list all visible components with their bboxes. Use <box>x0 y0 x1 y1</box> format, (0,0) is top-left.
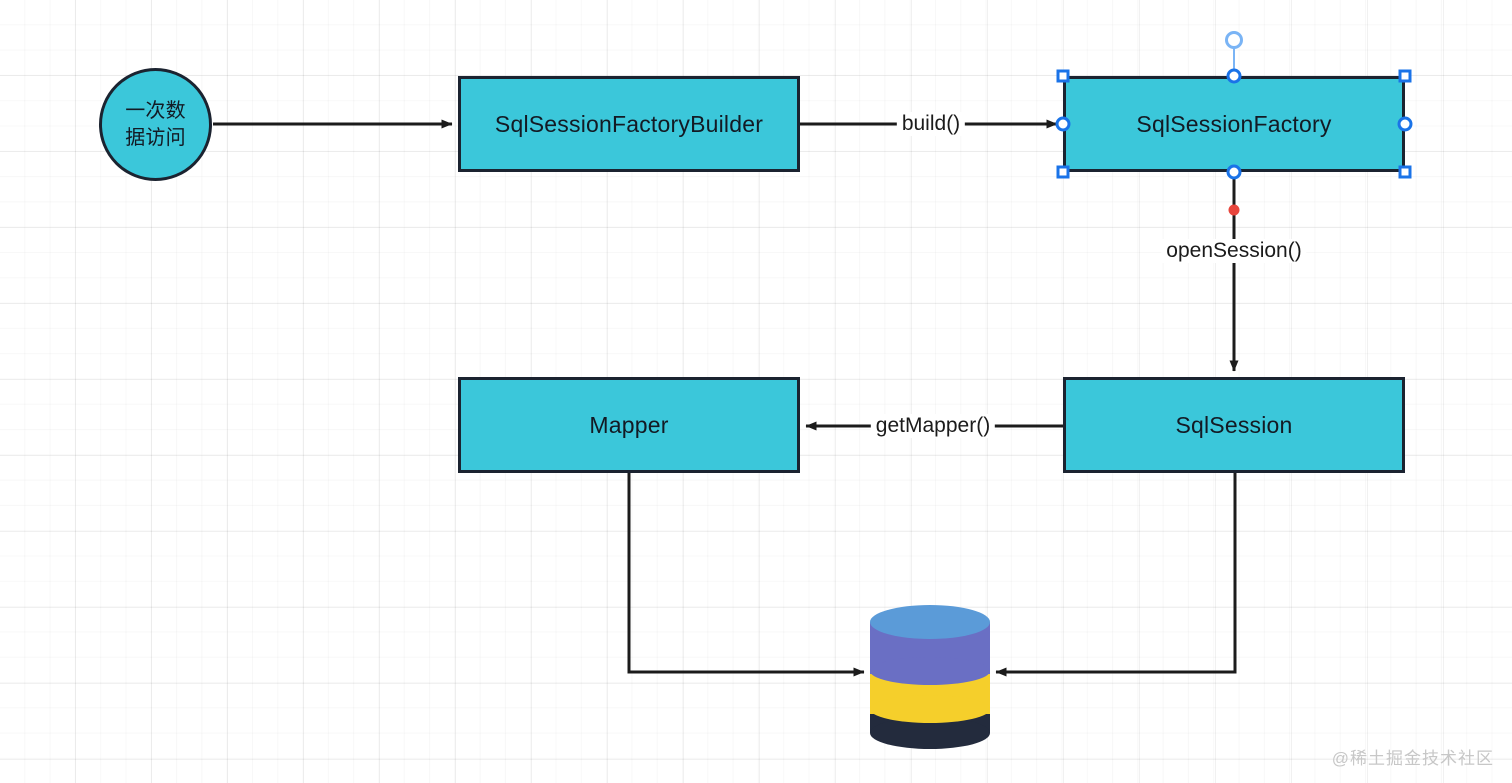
database-top-ellipse <box>870 605 990 639</box>
edge-label-opensession: openSession() <box>1161 239 1307 263</box>
edge-session-to-database <box>995 473 1237 677</box>
resize-handle-top-right[interactable] <box>1398 69 1412 83</box>
edge-label-build: build() <box>896 112 966 136</box>
edge-mapper-to-database <box>627 473 865 677</box>
node-mapper[interactable]: Mapper <box>458 377 800 473</box>
watermark: @稀土掘金技术社区 <box>1331 749 1494 768</box>
connection-point-bottom[interactable] <box>1226 164 1242 180</box>
node-entry-label-line2: 据访问 <box>125 126 186 149</box>
resize-handle-top-left[interactable] <box>1056 69 1070 83</box>
node-entry-label-line1: 一次数 <box>125 99 186 122</box>
rotate-handle-stem <box>1233 44 1235 76</box>
node-sqlsessionfactory[interactable]: SqlSessionFactory <box>1063 76 1405 172</box>
node-database[interactable] <box>870 605 990 749</box>
connection-point-right[interactable] <box>1397 116 1413 132</box>
connector-endpoint-dot[interactable] <box>1228 204 1240 216</box>
database-middle-cap <box>870 695 990 723</box>
edge-label-getmapper: getMapper() <box>870 414 996 438</box>
connection-point-top[interactable] <box>1226 68 1242 84</box>
resize-handle-bottom-right[interactable] <box>1398 165 1412 179</box>
rotate-handle[interactable] <box>1225 31 1243 49</box>
node-sqlsessionfactorybuilder[interactable]: SqlSessionFactoryBuilder <box>458 76 800 172</box>
connection-point-left[interactable] <box>1055 116 1071 132</box>
database-upper-cap <box>870 657 990 685</box>
node-entry[interactable]: 一次数 据访问 <box>99 68 212 181</box>
resize-handle-bottom-left[interactable] <box>1056 165 1070 179</box>
node-sqlsession[interactable]: SqlSession <box>1063 377 1405 473</box>
